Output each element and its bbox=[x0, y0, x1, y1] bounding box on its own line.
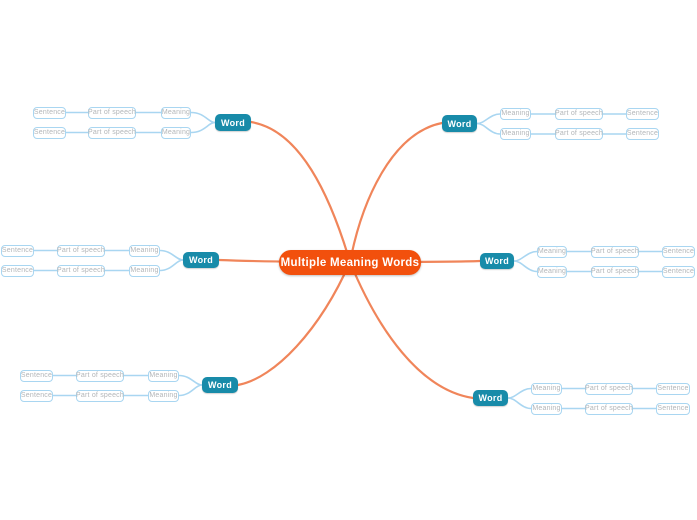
part-of-speech-box[interactable]: Part of speech bbox=[591, 246, 639, 258]
part-of-speech-box[interactable]: Part of speech bbox=[555, 108, 603, 120]
child-bracket bbox=[178, 384, 203, 397]
branch-line-bottom-left bbox=[236, 260, 352, 387]
meaning-box[interactable]: Meaning bbox=[500, 128, 531, 140]
word-node[interactable]: Word bbox=[442, 115, 477, 132]
word-node[interactable]: Word bbox=[183, 252, 219, 268]
part-of-speech-box[interactable]: Part of speech bbox=[88, 127, 136, 139]
meaning-box[interactable]: Meaning bbox=[129, 265, 160, 277]
sentence-box[interactable]: Sentence bbox=[656, 383, 690, 395]
sentence-box[interactable]: Sentence bbox=[33, 127, 66, 139]
sentence-box[interactable]: Sentence bbox=[1, 245, 34, 257]
branch-line-top-left bbox=[249, 120, 352, 264]
meaning-box[interactable]: Meaning bbox=[161, 127, 191, 139]
part-of-speech-box[interactable]: Part of speech bbox=[57, 265, 105, 277]
child-bracket bbox=[159, 249, 184, 261]
meaning-box[interactable]: Meaning bbox=[500, 108, 531, 120]
part-of-speech-box[interactable]: Part of speech bbox=[57, 245, 105, 257]
sentence-box[interactable]: Sentence bbox=[33, 107, 66, 119]
sentence-box[interactable]: Sentence bbox=[656, 403, 690, 415]
branch-line-top-right bbox=[348, 121, 444, 264]
meaning-box[interactable]: Meaning bbox=[531, 403, 562, 415]
part-of-speech-box[interactable]: Part of speech bbox=[555, 128, 603, 140]
meaning-box[interactable]: Meaning bbox=[537, 246, 567, 258]
child-bracket bbox=[507, 397, 532, 410]
child-bracket bbox=[476, 113, 501, 125]
child-bracket bbox=[190, 111, 216, 124]
meaning-box[interactable]: Meaning bbox=[148, 390, 179, 402]
part-of-speech-box[interactable]: Part of speech bbox=[591, 266, 639, 278]
meaning-box[interactable]: Meaning bbox=[148, 370, 179, 382]
part-of-speech-box[interactable]: Part of speech bbox=[88, 107, 136, 119]
child-bracket bbox=[159, 259, 184, 272]
word-node[interactable]: Word bbox=[473, 390, 508, 406]
meaning-box[interactable]: Meaning bbox=[161, 107, 191, 119]
meaning-box[interactable]: Meaning bbox=[537, 266, 567, 278]
sentence-box[interactable]: Sentence bbox=[20, 370, 53, 382]
part-of-speech-box[interactable]: Part of speech bbox=[585, 403, 633, 415]
child-bracket bbox=[178, 374, 203, 386]
word-node[interactable]: Word bbox=[202, 377, 238, 393]
child-bracket bbox=[190, 121, 216, 134]
central-topic[interactable]: Multiple Meaning Words bbox=[279, 250, 421, 275]
sentence-box[interactable]: Sentence bbox=[20, 390, 53, 402]
word-node[interactable]: Word bbox=[215, 114, 251, 131]
sentence-box[interactable]: Sentence bbox=[1, 265, 34, 277]
sentence-box[interactable]: Sentence bbox=[626, 108, 659, 120]
part-of-speech-box[interactable]: Part of speech bbox=[76, 370, 124, 382]
meaning-box[interactable]: Meaning bbox=[531, 383, 562, 395]
child-bracket bbox=[513, 260, 538, 273]
meaning-box[interactable]: Meaning bbox=[129, 245, 160, 257]
part-of-speech-box[interactable]: Part of speech bbox=[585, 383, 633, 395]
child-bracket bbox=[513, 250, 538, 262]
branch-line-bottom-right bbox=[348, 260, 475, 400]
sentence-box[interactable]: Sentence bbox=[662, 266, 695, 278]
child-bracket bbox=[507, 387, 532, 399]
part-of-speech-box[interactable]: Part of speech bbox=[76, 390, 124, 402]
word-node[interactable]: Word bbox=[480, 253, 514, 269]
sentence-box[interactable]: Sentence bbox=[626, 128, 659, 140]
child-bracket bbox=[476, 122, 501, 135]
sentence-box[interactable]: Sentence bbox=[662, 246, 695, 258]
